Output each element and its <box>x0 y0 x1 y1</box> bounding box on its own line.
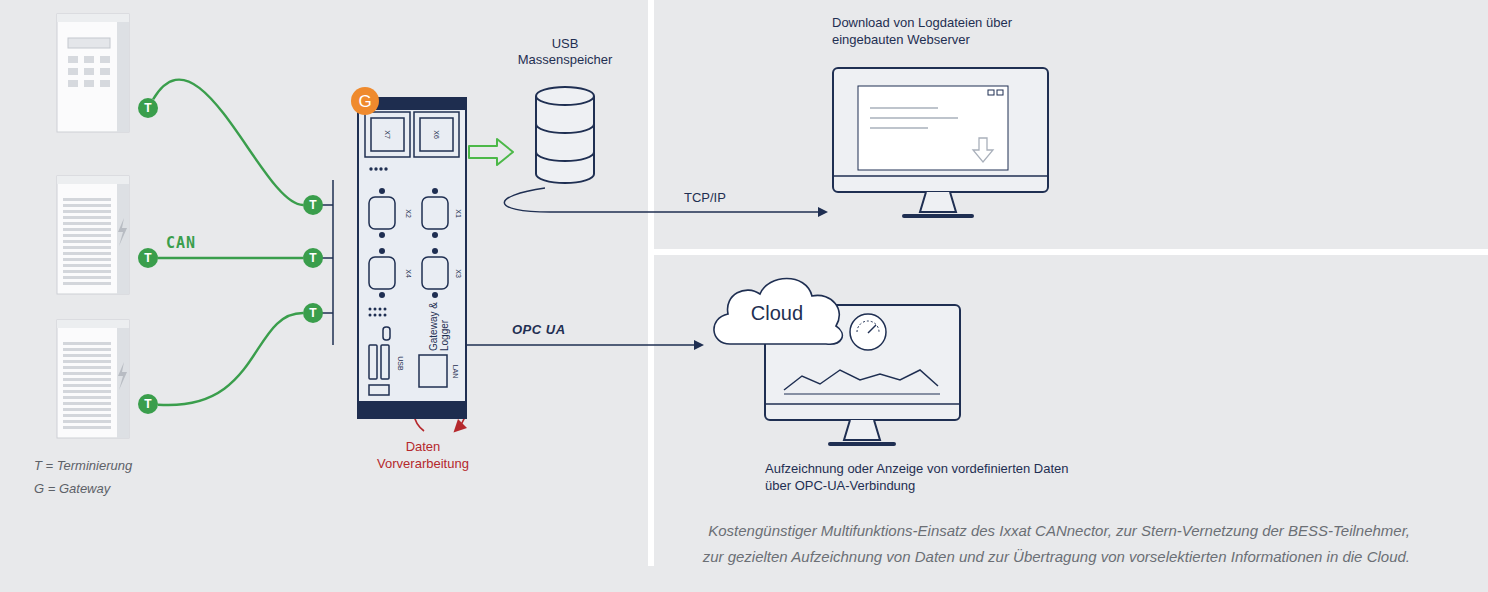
connector <box>153 80 303 205</box>
connector <box>504 188 828 217</box>
termination-dot: T <box>138 394 158 414</box>
node-text: Download von Logdateien über eingebauten… <box>828 14 1047 48</box>
node-text: T <box>309 199 316 211</box>
termination-dot: T <box>303 248 323 268</box>
edge-label: OPC UA <box>512 322 566 338</box>
panel-dividers <box>648 0 1488 566</box>
figure-caption: Kostengünstiger Multifunktions-Einsatz d… <box>702 518 1410 570</box>
legend-note: T = Terminierung <box>34 458 132 474</box>
node-text: T <box>309 307 316 319</box>
gateway-device: Gateway & Logger X7 X6X2 X1X4 X3USB LAN <box>357 97 467 419</box>
termination-dot: T <box>303 195 323 215</box>
node-text: T <box>309 252 316 264</box>
termination-dot: T <box>138 98 158 118</box>
edge-label: CAN <box>166 235 196 252</box>
node-text: USB Massenspeicher <box>515 36 615 68</box>
port-label: X7 <box>383 130 390 139</box>
usb-storage: USB Massenspeicher <box>515 36 615 188</box>
can-bus-bar <box>322 180 333 345</box>
port-label: X3 <box>454 269 461 278</box>
connector <box>158 313 303 405</box>
battery-cabinet <box>57 320 129 438</box>
termination-dot: T <box>138 248 158 268</box>
node-text: T <box>144 398 151 410</box>
port-label: USB <box>397 356 404 370</box>
cloud-node: Cloud <box>704 268 850 350</box>
edge-label: TCP/IP <box>684 190 726 206</box>
gateway-badge: G <box>351 87 379 115</box>
connector <box>467 340 704 350</box>
control-cabinet <box>57 14 129 132</box>
port-label: X2 <box>404 209 411 218</box>
webserver-monitor: Download von Logdateien über eingebauten… <box>828 14 1058 226</box>
termination-dot: T <box>303 303 323 323</box>
process-note: Daten Vorverarbeitung <box>363 438 483 472</box>
port-label: X4 <box>404 269 411 278</box>
node-text: G <box>358 93 371 110</box>
port-label: X6 <box>432 130 439 139</box>
connector <box>469 139 513 165</box>
battery-cabinet <box>57 176 129 294</box>
port-label: LAN <box>452 364 459 378</box>
node-text: Aufzeichnung oder Anzeige von vordefinie… <box>765 460 1070 494</box>
port-label: X1 <box>454 209 461 218</box>
node-text: T <box>144 252 151 264</box>
node-text: T <box>144 102 151 114</box>
node-text: Cloud <box>751 294 803 324</box>
legend-note: G = Gateway <box>34 481 110 497</box>
connector <box>158 258 303 259</box>
gateway-device <box>357 97 467 419</box>
device-label: Gateway & Logger <box>428 293 450 351</box>
